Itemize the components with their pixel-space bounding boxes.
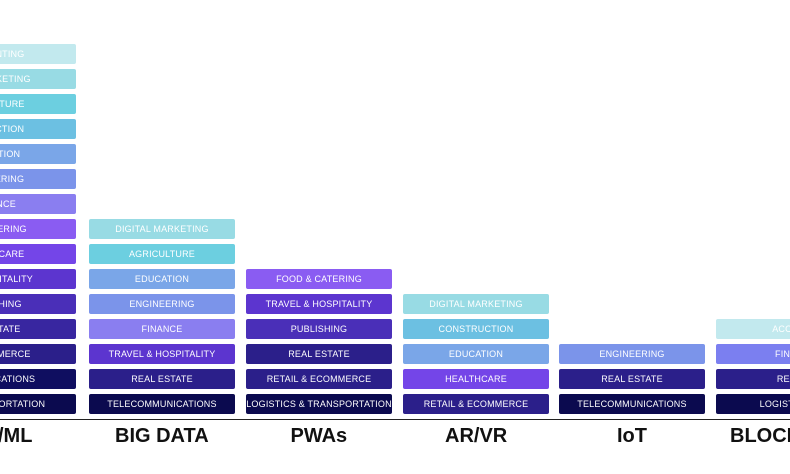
bar-block: LISHING bbox=[0, 294, 76, 314]
bar-block: ESTATE bbox=[0, 319, 76, 339]
bar-block: TRAVEL & HOSPITALITY bbox=[89, 344, 235, 364]
bar-block: HOSPITALITY bbox=[0, 269, 76, 289]
bar-block: HEALTHCARE bbox=[403, 369, 549, 389]
bar-block: AGRICULTURE bbox=[89, 244, 235, 264]
bar-block: RETAIL & ECOMMERCE bbox=[246, 369, 392, 389]
bar-block: ENGINEERING bbox=[559, 344, 705, 364]
bar-block: EDUCATION bbox=[89, 269, 235, 289]
bar-block: ENGINEERING bbox=[89, 294, 235, 314]
bar-block: FINAN bbox=[716, 344, 790, 364]
bar-block: TELECOMMUNICATIONS bbox=[89, 394, 235, 414]
bar-block: REAL ESTATE bbox=[559, 369, 705, 389]
bar-block: DIGITAL MARKETING bbox=[403, 294, 549, 314]
bar-block: OUNTING bbox=[0, 44, 76, 64]
bar-block: COMMERCE bbox=[0, 344, 76, 364]
category-label: BLOCK bbox=[730, 425, 790, 447]
bar-block: EDUCATION bbox=[403, 344, 549, 364]
bar-block: ANCE bbox=[0, 194, 76, 214]
bar-block: MARKETING bbox=[0, 69, 76, 89]
bar-block: CATION bbox=[0, 144, 76, 164]
bar-block: TELECOMMUNICATIONS bbox=[559, 394, 705, 414]
bar-block: TRANSPORTATION bbox=[0, 394, 76, 414]
bar-block: REAL ESTATE bbox=[246, 344, 392, 364]
bar-block: FINANCE bbox=[89, 319, 235, 339]
bar-block: ACCOU bbox=[716, 319, 790, 339]
bar-block: CULTURE bbox=[0, 94, 76, 114]
bar-block: REAL ESTATE bbox=[89, 369, 235, 389]
bar-block: PUBLISHING bbox=[246, 319, 392, 339]
bar-block: DIGITAL MARKETING bbox=[89, 219, 235, 239]
bar-block: REAL bbox=[716, 369, 790, 389]
bar-block: FOOD & CATERING bbox=[246, 269, 392, 289]
bar-block: NEERING bbox=[0, 169, 76, 189]
bar-block: CONSTRUCTION bbox=[403, 319, 549, 339]
bar-block: RETAIL & ECOMMERCE bbox=[403, 394, 549, 414]
bar-block: TRAVEL & HOSPITALITY bbox=[246, 294, 392, 314]
x-axis-line bbox=[0, 419, 790, 420]
category-label: BIG DATA bbox=[115, 425, 209, 447]
bar-block: LOGISTICS & TRANSPORTATION bbox=[246, 394, 392, 414]
category-label: AR/VR bbox=[445, 425, 508, 447]
bar-block: LTHCARE bbox=[0, 244, 76, 264]
bar-block: MUNICATIONS bbox=[0, 369, 76, 389]
bar-block: LOGISTICS & bbox=[716, 394, 790, 414]
category-label: IoT bbox=[617, 425, 647, 447]
category-label: PWAs bbox=[290, 425, 348, 447]
category-label: /ML bbox=[0, 425, 33, 447]
bar-block: RUCTION bbox=[0, 119, 76, 139]
bar-block: CATERING bbox=[0, 219, 76, 239]
